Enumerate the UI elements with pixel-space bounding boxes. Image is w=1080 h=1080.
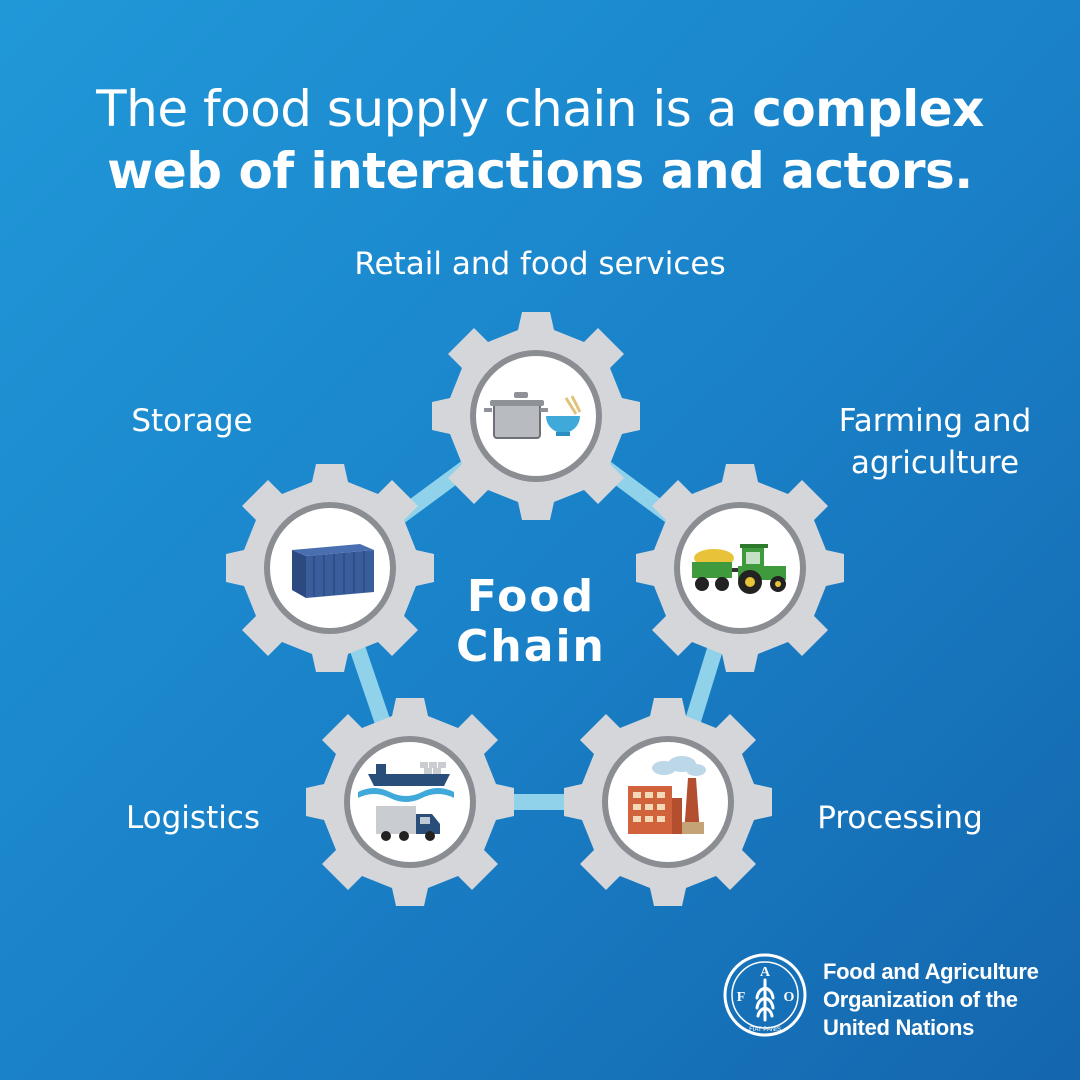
gear-logistics <box>306 698 514 906</box>
emblem-letter-f: F <box>737 990 746 1005</box>
label-retail: Retail and food services <box>354 246 726 282</box>
factory-icon <box>628 756 706 834</box>
gear-storage <box>226 464 434 672</box>
emblem-letter-o: O <box>784 990 795 1005</box>
gear-processing <box>564 698 772 906</box>
tractor-with-trailer-icon <box>692 544 786 594</box>
cooking-pot-and-bowl-icon <box>484 392 582 439</box>
emblem-letter-a: A <box>760 965 771 980</box>
headline-bold-2: web of interactions and actors. <box>107 142 973 200</box>
gear-retail <box>432 312 640 520</box>
emblem-motto: FIAT PANIS <box>749 1027 781 1033</box>
gear-farming <box>636 464 844 672</box>
headline-bold-1: complex <box>752 80 984 138</box>
fao-emblem-icon: A F O FIAT PANIS <box>723 953 807 1037</box>
ship-and-truck-icon <box>358 762 454 841</box>
org-line1: Food and Agriculture <box>823 959 1039 984</box>
organization-name: Food and Agriculture Organization of the… <box>823 958 1073 1042</box>
label-processing: Processing <box>817 800 983 836</box>
center-title-line2: Chain <box>456 621 606 672</box>
org-line2: Organization of the <box>823 987 1018 1012</box>
headline: The food supply chain is a complex web o… <box>40 78 1040 202</box>
label-logistics: Logistics <box>125 800 261 836</box>
label-farming: Farming and agriculture <box>838 403 1032 481</box>
org-line3: United Nations <box>823 1015 975 1040</box>
center-title-line1: Food <box>466 571 596 622</box>
center-title: Food Chain <box>420 572 642 672</box>
label-storage: Storage <box>131 403 253 439</box>
headline-regular: The food supply chain is a <box>96 80 753 138</box>
shipping-container-icon <box>292 544 374 598</box>
